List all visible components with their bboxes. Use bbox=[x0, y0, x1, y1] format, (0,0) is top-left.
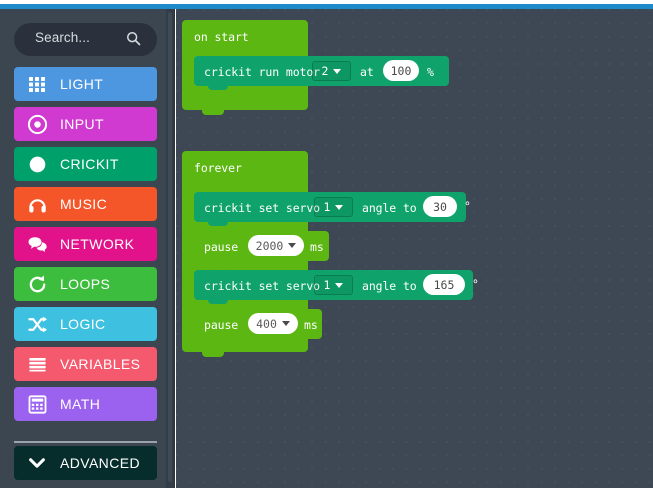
chevron-down-icon bbox=[288, 243, 297, 248]
block-notch-bottom bbox=[208, 222, 228, 226]
sidebar-item-music[interactable]: MUSIC bbox=[14, 187, 157, 221]
sidebar-item-light[interactable]: LIGHT bbox=[14, 67, 157, 101]
block-pause-1[interactable]: pause 2000 ms bbox=[194, 231, 329, 265]
servo-angle-value: 30 bbox=[433, 199, 447, 214]
servo-dropdown-value: 1 bbox=[323, 278, 331, 292]
block-text-at: at bbox=[360, 65, 374, 79]
servo-dropdown[interactable]: 1 bbox=[314, 197, 353, 217]
search-icon bbox=[126, 31, 141, 46]
pause-duration-value: 2000 bbox=[255, 238, 284, 253]
refresh-arrow-icon bbox=[25, 272, 49, 296]
toolbox-scrollbar-thumb[interactable] bbox=[168, 12, 172, 482]
sidebar-item-advanced[interactable]: ADVANCED bbox=[14, 446, 157, 480]
block-text-pause: pause bbox=[204, 318, 239, 332]
block-crickit-set-servo-2[interactable]: crickit set servo 1 angle to 165 ° bbox=[194, 270, 479, 304]
block-notch bbox=[202, 110, 224, 115]
sidebar-item-label: INPUT bbox=[60, 116, 104, 132]
toolbox-scrollbar[interactable] bbox=[166, 9, 175, 488]
block-notch-bottom bbox=[208, 261, 228, 265]
motor-dropdown[interactable]: 2 bbox=[312, 61, 351, 81]
block-notch-bottom bbox=[208, 86, 228, 90]
sidebar-item-loops[interactable]: LOOPS bbox=[14, 267, 157, 301]
servo-angle-field[interactable]: 30 bbox=[423, 196, 457, 217]
block-crickit-set-servo-1[interactable]: crickit set servo 1 angle to 30 ° bbox=[194, 192, 471, 226]
blocks-workspace[interactable]: on start crickit run motor 2 at 100 % fo… bbox=[176, 9, 653, 488]
sidebar-item-math[interactable]: MATH bbox=[14, 387, 157, 421]
toolbox-divider bbox=[14, 441, 157, 443]
sidebar-item-label: CRICKIT bbox=[60, 156, 119, 172]
chevron-down-icon bbox=[335, 282, 344, 288]
servo-dropdown-value: 1 bbox=[323, 200, 331, 214]
sidebar-item-label: ADVANCED bbox=[60, 455, 140, 471]
servo-dropdown[interactable]: 1 bbox=[314, 275, 353, 295]
block-text-pause: pause bbox=[204, 240, 239, 254]
toolbox-category-list: LIGHT INPUT CRICKIT bbox=[14, 67, 157, 427]
target-dot-icon bbox=[25, 112, 49, 136]
block-text-set-servo: crickit set servo bbox=[204, 201, 321, 215]
block-text-set-servo: crickit set servo bbox=[204, 279, 321, 293]
block-on-start-label: on start bbox=[194, 30, 249, 44]
speech-bubbles-icon bbox=[25, 232, 49, 256]
calculator-icon bbox=[25, 392, 49, 416]
sidebar-item-logic[interactable]: LOGIC bbox=[14, 307, 157, 341]
sidebar-item-network[interactable]: NETWORK bbox=[14, 227, 157, 261]
sidebar-item-label: MATH bbox=[60, 396, 101, 412]
block-text-angle-to: angle to bbox=[362, 201, 417, 215]
chevron-down-icon bbox=[335, 204, 344, 210]
search-placeholder: Search... bbox=[35, 30, 90, 45]
sidebar-item-label: LOGIC bbox=[60, 316, 106, 332]
sidebar-item-label: VARIABLES bbox=[60, 356, 141, 372]
pause-duration-dropdown[interactable]: 400 bbox=[248, 313, 298, 334]
sidebar-item-crickit[interactable]: CRICKIT bbox=[14, 147, 157, 181]
headphones-icon bbox=[25, 192, 49, 216]
block-text-ms: ms bbox=[304, 318, 318, 332]
motor-speed-value: 100 bbox=[390, 63, 412, 78]
circle-filled-icon bbox=[25, 152, 49, 176]
sidebar-item-label: MUSIC bbox=[60, 196, 108, 212]
search-input[interactable]: Search... bbox=[14, 23, 157, 56]
block-notch bbox=[202, 352, 224, 357]
block-text-angle-to: angle to bbox=[362, 279, 417, 293]
window-top-margin bbox=[0, 0, 653, 4]
block-text-degrees: ° bbox=[472, 277, 479, 291]
block-text-degrees: ° bbox=[464, 199, 471, 213]
motor-dropdown-value: 2 bbox=[321, 64, 329, 78]
sidebar-item-label: NETWORK bbox=[60, 236, 135, 252]
block-pause-2[interactable]: pause 400 ms bbox=[194, 309, 322, 343]
block-crickit-run-motor[interactable]: crickit run motor 2 at 100 % bbox=[194, 56, 449, 90]
block-text-run-motor: crickit run motor bbox=[204, 65, 321, 79]
pause-duration-value: 400 bbox=[256, 316, 277, 331]
block-notch-top bbox=[208, 309, 228, 313]
bars-icon bbox=[25, 352, 49, 376]
block-notch-bottom bbox=[208, 339, 228, 343]
block-notch-top bbox=[208, 231, 228, 235]
chevron-down-icon bbox=[333, 68, 342, 74]
sidebar-item-input[interactable]: INPUT bbox=[14, 107, 157, 141]
pause-duration-dropdown[interactable]: 2000 bbox=[248, 235, 304, 256]
sidebar-item-label: LOOPS bbox=[60, 276, 111, 292]
toolbox-sidebar: Search... bbox=[0, 9, 166, 488]
block-notch-top bbox=[208, 56, 228, 60]
grid-icon bbox=[25, 72, 49, 96]
servo-angle-value: 165 bbox=[433, 277, 455, 292]
block-notch-top bbox=[208, 192, 228, 196]
top-accent-bar bbox=[0, 4, 653, 9]
chevron-down-icon bbox=[281, 321, 290, 326]
block-forever-label: forever bbox=[194, 161, 242, 175]
chevron-down-icon bbox=[25, 451, 49, 475]
block-text-percent: % bbox=[427, 65, 434, 79]
servo-angle-field[interactable]: 165 bbox=[423, 274, 465, 295]
sidebar-item-label: LIGHT bbox=[60, 76, 104, 92]
block-notch-bottom bbox=[208, 300, 228, 304]
shuffle-arrows-icon bbox=[25, 312, 49, 336]
block-text-ms: ms bbox=[310, 240, 324, 254]
block-notch-top bbox=[208, 270, 228, 274]
sidebar-item-variables[interactable]: VARIABLES bbox=[14, 347, 157, 381]
motor-speed-field[interactable]: 100 bbox=[383, 60, 419, 81]
